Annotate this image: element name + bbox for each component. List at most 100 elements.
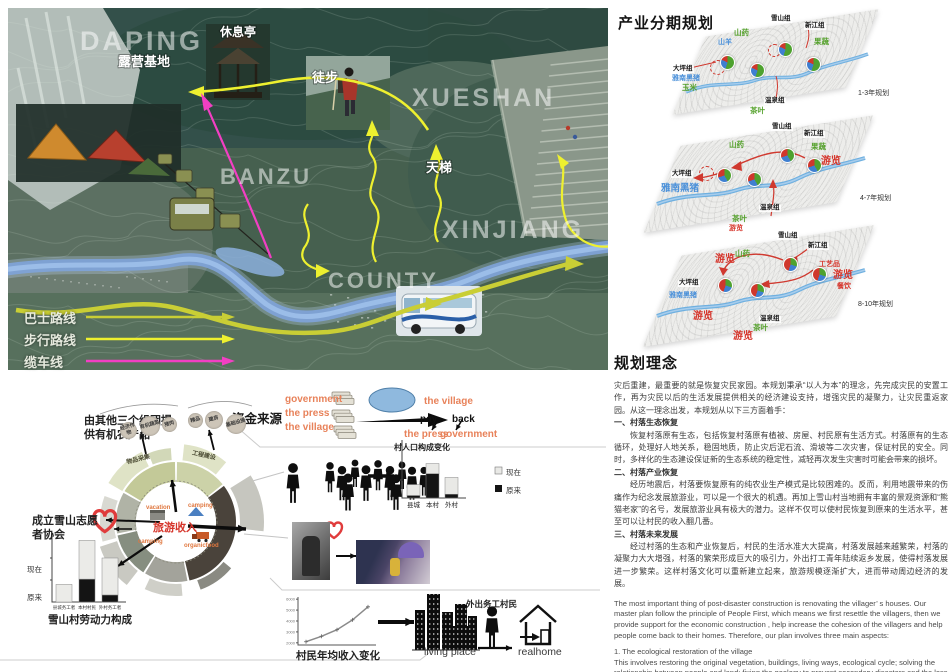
income-cycle-icons [150, 507, 209, 543]
living-place-label: living place [424, 646, 476, 658]
phase-map-1: 雪山组新江组山药山羊果蔬大坪组雅南黑猪玉米温泉组茶叶 [658, 9, 898, 122]
legend-arrow [86, 356, 235, 366]
legend-label: 步行路线 [24, 332, 77, 348]
legend-arrow [86, 334, 235, 344]
phase-label: 玉米 [682, 83, 697, 92]
income-chart-title: 村民年均收入变化 [296, 650, 380, 662]
svg-text:外村务工者: 外村务工者 [99, 604, 122, 611]
river [8, 237, 608, 326]
population-chart: 县城本村外村 [400, 440, 503, 509]
phase-label: 茶叶 [753, 323, 768, 332]
phase-label: 果蔬 [811, 142, 826, 151]
volunteer-line1: 成立雪山志愿 [32, 515, 98, 527]
phase-1-overlay [681, 27, 869, 99]
phase-label: 果蔬 [814, 37, 829, 46]
phase-label: 游览 [693, 311, 713, 322]
flow-back-label: back [452, 414, 475, 425]
realhome-label: realhome [518, 646, 562, 658]
map-label: DAPING [80, 26, 203, 56]
panel-outlines [0, 401, 606, 661]
svg-text:6000: 6000 [286, 597, 296, 602]
map-label: 休息亭 [219, 24, 256, 39]
phase-label: 茶叶 [732, 214, 747, 223]
map-label: BANZU [220, 164, 312, 189]
phase-label: 新江组 [807, 242, 829, 250]
flow-village-label: the village [424, 396, 473, 407]
labor-chart-title: 雪山村劳动力构成 [48, 614, 132, 626]
phase-label: 茶叶 [750, 106, 765, 115]
industry-pie [717, 168, 732, 183]
population-legend-now: 现在 [506, 468, 521, 477]
volunteer-line2: 者协会 [32, 529, 65, 541]
phase-label: 温泉组 [764, 97, 786, 105]
svg-text:外村: 外村 [445, 500, 459, 509]
svg-text:本村村民: 本村村民 [78, 604, 96, 611]
en-paragraph: The most important thing of post-disaste… [614, 598, 943, 640]
phase-2-overlay [656, 151, 866, 217]
heart-icons [92, 509, 344, 540]
money-stack-icons [331, 391, 357, 439]
phase-label: 山药 [729, 140, 744, 149]
industry-pie [720, 55, 735, 70]
svg-text:县城务工者: 县城务工者 [53, 604, 76, 611]
city-buildings [412, 594, 480, 651]
phase-label: 雅南黑猪 [661, 183, 700, 194]
phase-label: 温泉组 [759, 315, 781, 323]
phase-label: 游览 [729, 225, 743, 232]
funding-source-item: the press [285, 408, 330, 419]
activity-label: camping [138, 539, 163, 545]
activity-label: organicfood [184, 543, 219, 549]
svg-text:县城: 县城 [407, 501, 421, 509]
phase-label: 餐饮 [837, 283, 851, 290]
phase-3-overlay [656, 247, 866, 318]
diagram-canvas: 县城本村外村 县城务工者本村村民外村务工者 200030004000500060… [0, 387, 606, 661]
elderly-villager-photo [292, 522, 330, 580]
phase-label: 雪山组 [771, 123, 793, 131]
phase-label: 游览 [833, 270, 853, 281]
population-chart-title: 村人口构成变化 [394, 443, 450, 452]
industry-pie [807, 158, 822, 173]
svg-text:4000: 4000 [286, 619, 296, 624]
cable-car-photo [157, 153, 269, 255]
phase-map-3: 雪山组新江组山药游览工艺品游览餐饮大坪组雅南黑猪游览温泉组茶叶游览 [633, 225, 893, 348]
zh-paragraph: 恢复村落原有生态，包括恢复村落原有植被、房屋、村民原有生活方式。村落原有的生态循… [614, 430, 948, 465]
industry-pie [780, 148, 795, 163]
zh-heading: 三、村落未来发展 [614, 529, 678, 539]
map-label: XINJIANG [442, 216, 584, 244]
industry-pie [750, 283, 765, 298]
funding-source-item: government [285, 394, 343, 405]
bus-route-line [15, 256, 584, 336]
phase-map-2: 雪山组新江组山药果蔬游览大坪组雅南黑猪温泉组茶叶游览 [633, 115, 893, 235]
stairs-photo [490, 46, 608, 240]
phase-label: 雪山组 [777, 232, 799, 240]
svg-text:2000: 2000 [286, 640, 296, 645]
hiker-photo [306, 56, 390, 130]
phase-2-caption: 4-7年规划 [860, 195, 892, 202]
industry-pie [806, 57, 821, 72]
phase-label: 新江组 [803, 130, 825, 138]
activity-label: vacation [146, 505, 171, 511]
labor-axis-before: 原来 [27, 593, 42, 602]
tents-photo [16, 104, 181, 182]
flow-press-label: the press [404, 429, 449, 440]
map-label: 天梯 [426, 160, 452, 175]
planning-concept-section: 规划理念 灾后重建，最重要的就是恢复灾民家园。本规划秉承“以人为本”的理念，先完… [614, 352, 948, 672]
industry-pie [783, 257, 798, 272]
zh-heading: 二、村落产业恢复 [614, 467, 678, 477]
legend-label: 缆车线 [24, 354, 64, 370]
income-cycle-ring [99, 444, 264, 596]
phase-label: 游览 [733, 331, 753, 342]
svg-text:本村: 本村 [426, 500, 440, 509]
map-legend: 巴士路线步行路线缆车线 [24, 306, 236, 372]
svg-text:5000: 5000 [286, 608, 296, 613]
zh-heading: 一、村落生态恢复 [614, 418, 678, 428]
legend-label: 巴士路线 [24, 310, 77, 326]
funding-source-item: the village [285, 422, 334, 433]
tourism-income-label: 旅游收入 [153, 522, 197, 534]
en-paragraph: This involves restoring the original veg… [614, 657, 948, 672]
zh-paragraph: 经过村落的生态和产业恢复后，村民的生活水准大大提高，村落发展越来越繁荣，村落的凝… [614, 542, 948, 589]
phase-1-caption: 1-3年规划 [858, 90, 890, 97]
labor-chart: 县城务工者本村村民外村务工者 [50, 536, 126, 611]
industry-pie [750, 63, 765, 78]
